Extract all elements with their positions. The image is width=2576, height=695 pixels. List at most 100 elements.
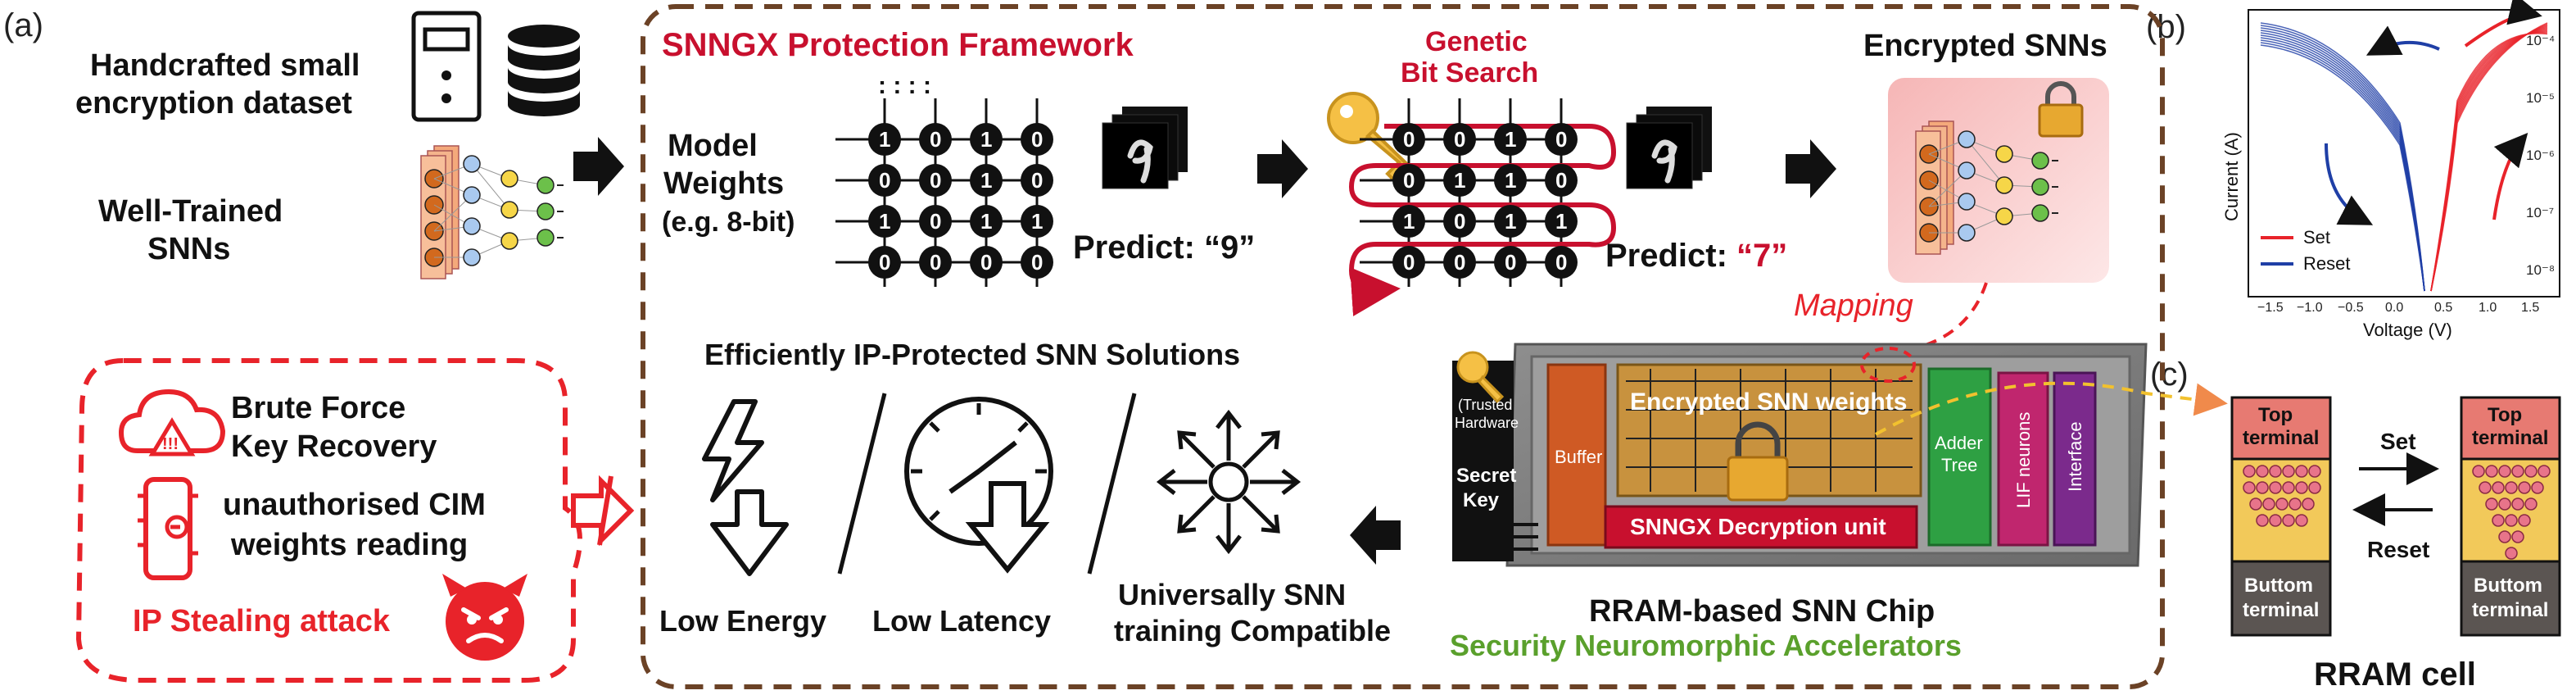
buffer-label: Buffer — [1555, 447, 1602, 467]
weight-bit-node: 0 — [919, 123, 952, 156]
attack-item2-line2: weights reading — [230, 528, 468, 562]
weight-bit-node: 0 — [1021, 164, 1053, 197]
attack-region: !!! Brute Force Key Recovery unauthorise… — [75, 358, 635, 683]
weight-bit-node: 0 — [1021, 123, 1053, 156]
right-top-2: terminal — [2472, 427, 2548, 449]
solutions-title: Efficiently IP-Protected SNN Solutions — [704, 338, 1240, 371]
ion — [2256, 465, 2269, 478]
adder-tree-block — [1927, 367, 1992, 547]
weight-bit-label: 1 — [1403, 209, 1415, 234]
ion — [2492, 481, 2505, 494]
weights-label-2: Weights — [663, 166, 784, 201]
weight-bit-label: 1 — [1454, 168, 1465, 193]
weight-bit-node: 1 — [1392, 205, 1425, 238]
weight-bit-node: 0 — [1545, 246, 1578, 279]
xtick-3: 0.0 — [2385, 301, 2403, 315]
set-curve — [2430, 32, 2548, 292]
chip-caption: RRAM-based SNN Chip — [1589, 594, 1935, 629]
ion — [2243, 481, 2256, 494]
weight-bit-label: 0 — [1555, 168, 1567, 193]
weight-bit-label: 0 — [1454, 250, 1465, 275]
reset-arrow-2 — [2325, 143, 2374, 225]
digit-image-2 — [1627, 107, 1712, 189]
ion — [2302, 497, 2315, 511]
ion — [2295, 514, 2308, 527]
decryption-unit — [1604, 505, 1918, 549]
weight-bit-label: 0 — [1031, 168, 1043, 193]
weight-bit-label: 0 — [930, 250, 941, 275]
ion — [2492, 514, 2505, 527]
panel-label-c: (c) — [2150, 357, 2189, 393]
weight-bit-node: 1 — [1545, 205, 1578, 238]
blocked-arrow-icon — [571, 475, 635, 547]
ion — [2505, 547, 2518, 560]
xtick-6: 1.5 — [2521, 301, 2539, 315]
ion — [2479, 481, 2492, 494]
weight-bit-node: 0 — [868, 246, 901, 279]
y-tick-labels: 10⁻⁴ 10⁻⁵ 10⁻⁶ 10⁻⁷ 10⁻⁸ — [2526, 33, 2555, 278]
clock-icon — [904, 397, 1053, 574]
weight-bit-node: 1 — [970, 164, 1003, 197]
framework-frame — [641, 4, 2165, 689]
ytick-2: 10⁻⁶ — [2526, 148, 2555, 163]
weight-bit-label: 1 — [1031, 209, 1043, 234]
ytick-0: 10⁻⁴ — [2526, 33, 2555, 48]
dataset-block: Handcrafted small encryption dataset Wel… — [75, 11, 580, 279]
devil-icon — [442, 574, 527, 661]
weight-bit-node: 1 — [868, 123, 901, 156]
ion — [2538, 465, 2551, 478]
weight-bit-node: 0 — [919, 164, 952, 197]
arrow-to-solutions — [1350, 506, 1401, 565]
rram-cell-right: Top terminal Buttom terminal — [2460, 396, 2561, 637]
ion — [2518, 514, 2531, 527]
weight-bit-label: 0 — [1555, 250, 1567, 275]
solution-universal-2: training Compatible — [1114, 614, 1391, 647]
ions-left — [2243, 465, 2321, 527]
x-axis-label: Voltage (V) — [2363, 320, 2452, 340]
solution-universal-1: Universally SNN — [1118, 578, 1346, 611]
ion — [2531, 481, 2544, 494]
left-top-1: Top — [2258, 404, 2293, 426]
ion — [2262, 497, 2275, 511]
crossbar-grid — [1626, 369, 1913, 492]
weight-bit-node: 0 — [1494, 246, 1527, 279]
ion — [2524, 497, 2538, 511]
ion — [2256, 481, 2269, 494]
genetic-label-2: Bit Search — [1401, 57, 1538, 89]
weight-bit-label: 0 — [930, 209, 941, 234]
ytick-3: 10⁻⁷ — [2526, 205, 2554, 220]
weight-bit-label: 1 — [980, 127, 992, 152]
reset-arrow-1 — [2365, 25, 2440, 56]
left-bottom-2: terminal — [2243, 599, 2319, 621]
predict2-prefix: Predict: — [1605, 238, 1727, 274]
scatter-arrows-icon — [1156, 409, 1302, 555]
ion — [2485, 497, 2498, 511]
panel-label-a: (a) — [3, 7, 43, 43]
divider-2 — [1087, 393, 1137, 575]
ion — [2505, 481, 2518, 494]
solution-low-energy: Low Energy — [659, 604, 826, 638]
weight-bit-node: 1 — [1494, 123, 1527, 156]
weight-bit-label: 1 — [1505, 127, 1516, 152]
weight-bit-node: 0 — [970, 246, 1003, 279]
right-top-1: Top — [2488, 404, 2522, 426]
predict2-value: “7” — [1736, 238, 1787, 274]
iv-chart: 10⁻⁴ 10⁻⁵ 10⁻⁶ 10⁻⁷ 10⁻⁸ −1.5 −1.0 −0.5 … — [2221, 0, 2560, 340]
weight-bit-label: 0 — [1031, 250, 1043, 275]
weight-bit-label: 1 — [1505, 209, 1516, 234]
ion — [2472, 465, 2485, 478]
snn-text-1: Well-Trained — [98, 194, 283, 229]
predict1-prefix: Predict: — [1073, 229, 1195, 266]
ion — [2243, 465, 2256, 478]
set-arrow-2 — [2492, 132, 2528, 220]
ion — [2269, 481, 2282, 494]
weight-bit-node: 0 — [919, 205, 952, 238]
weight-bit-label: 1 — [1555, 209, 1567, 234]
right-bottom-2: terminal — [2472, 599, 2548, 621]
y-axis-label: Current (A) — [2221, 132, 2242, 221]
snn-network-icon — [420, 145, 564, 279]
weight-bit-node: 1 — [1443, 164, 1476, 197]
weight-bit-label: 0 — [1403, 250, 1415, 275]
attack-title: IP Stealing attack — [133, 604, 391, 638]
ion — [2256, 514, 2269, 527]
